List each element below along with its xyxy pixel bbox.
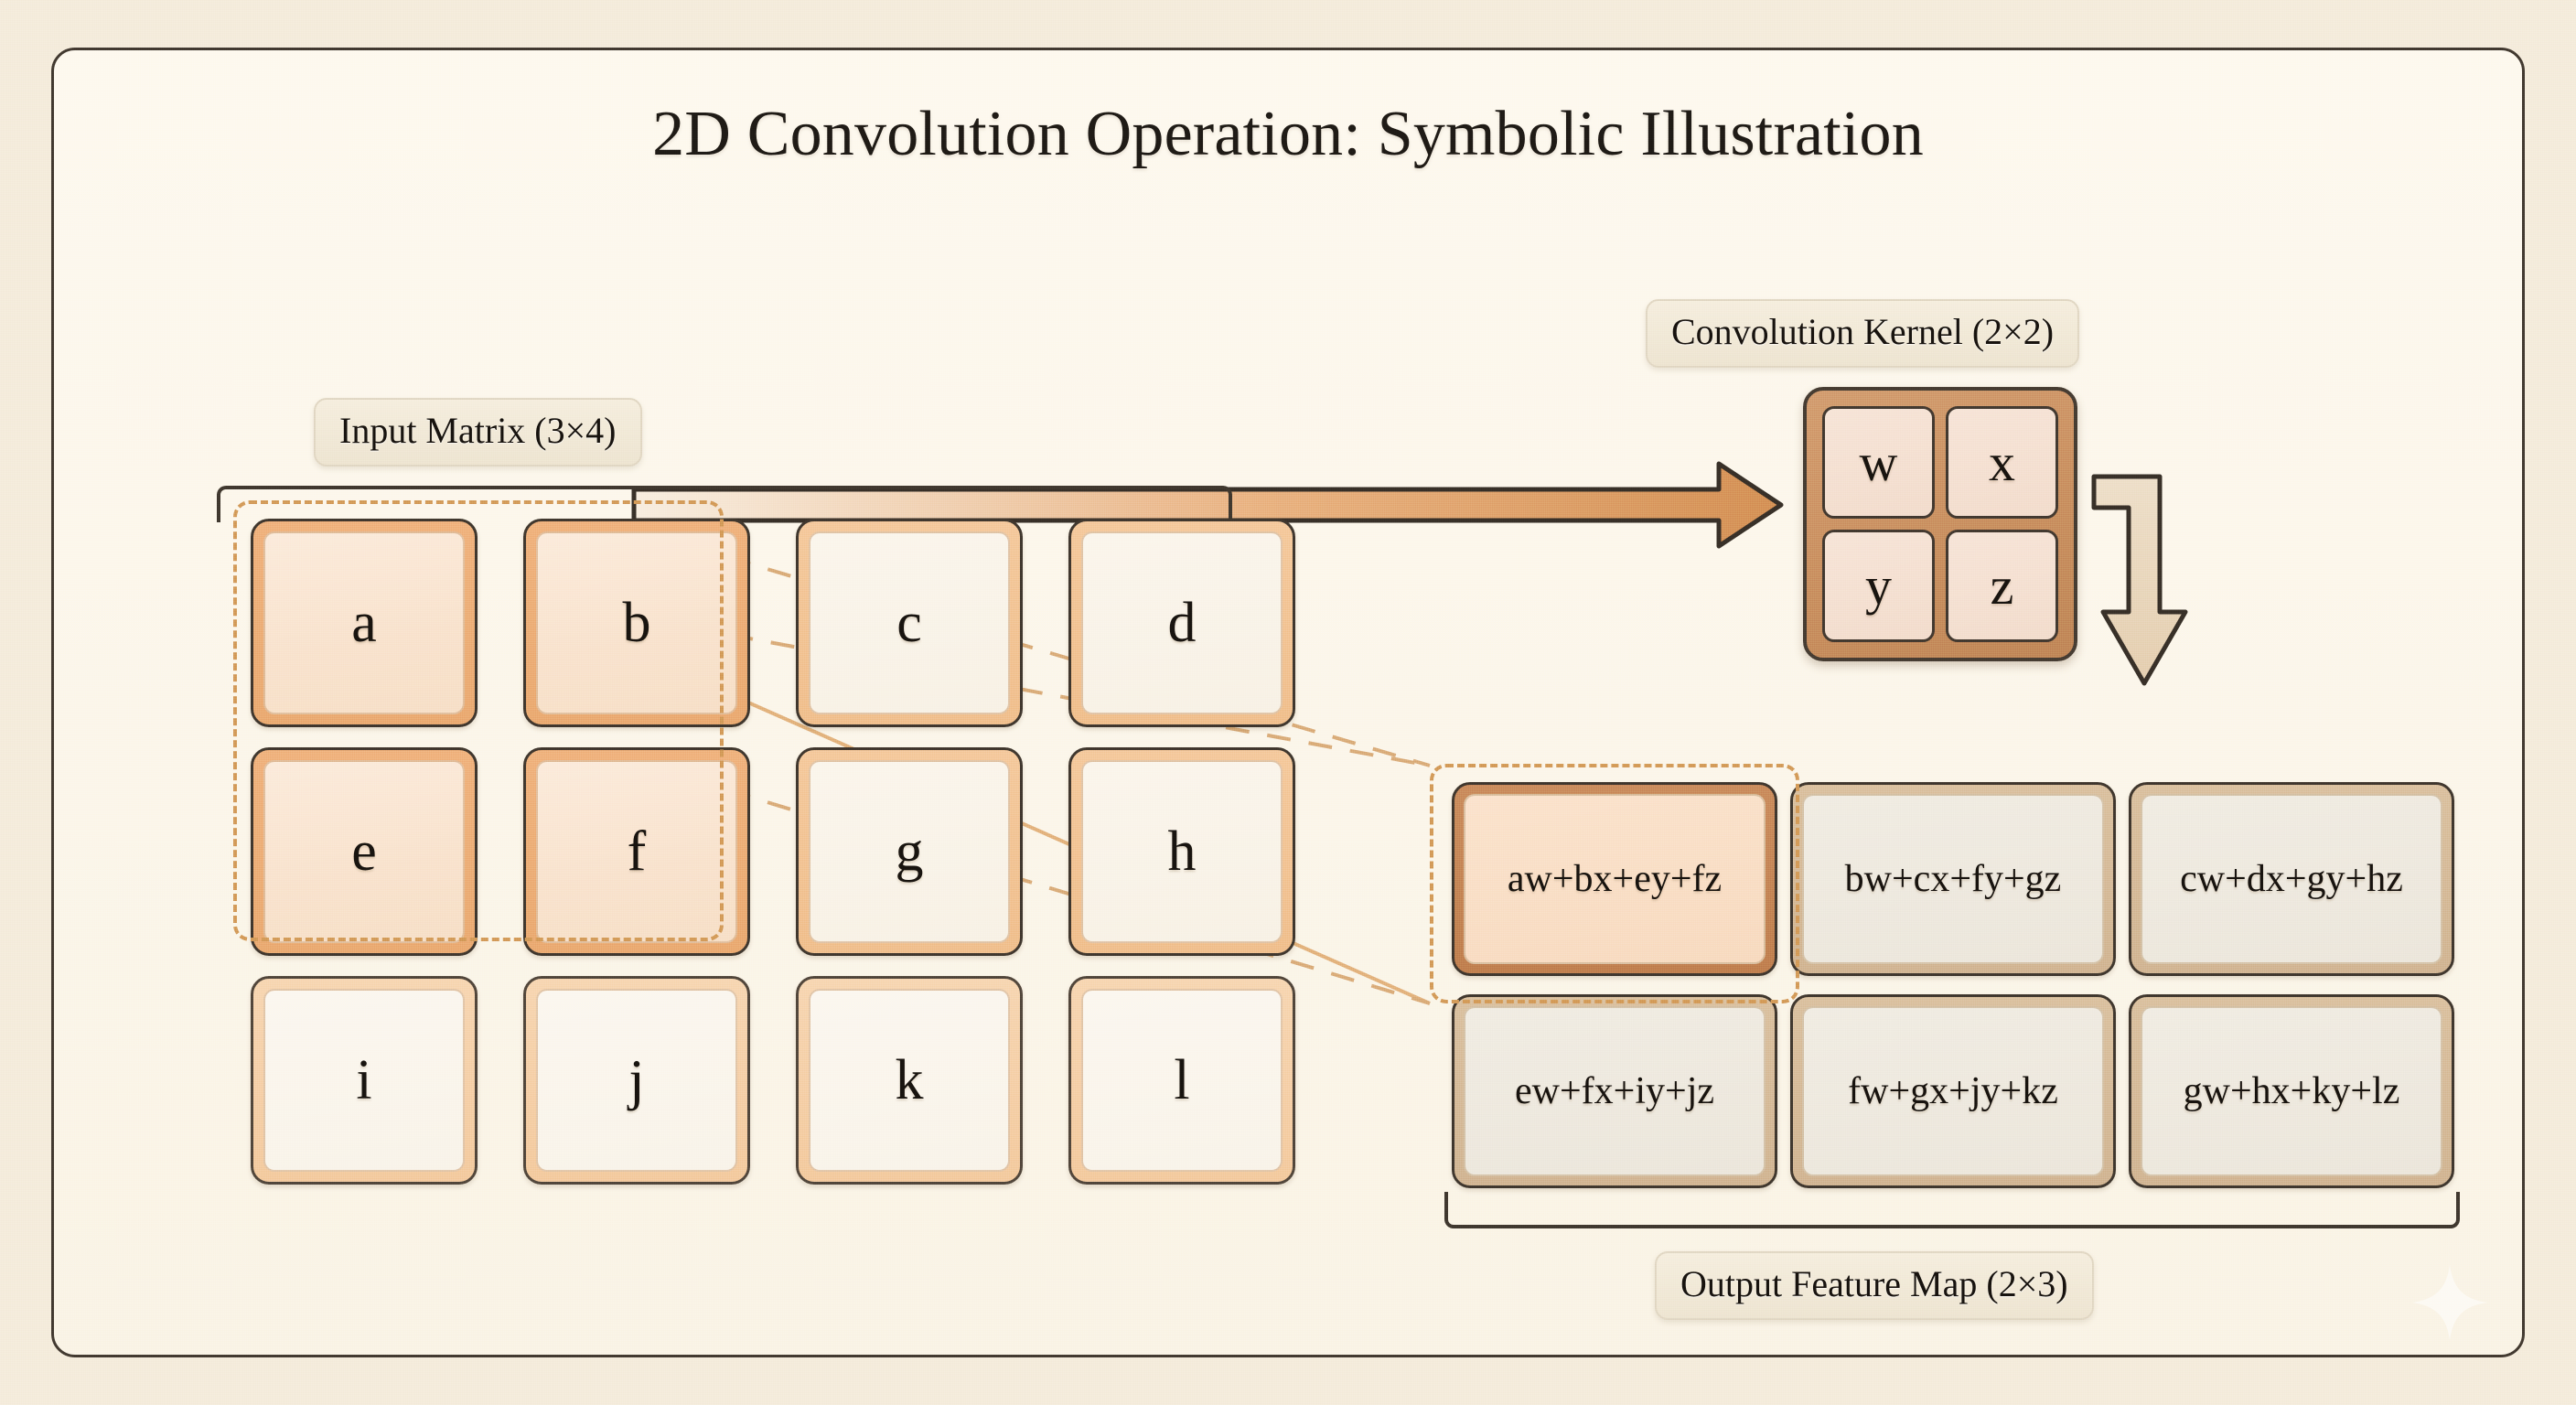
input-cell[interactable]: k	[796, 976, 1023, 1185]
input-cell[interactable]: g	[796, 747, 1023, 956]
illustration-canvas: 2D Convolution Operation: Symbolic Illus…	[51, 48, 2525, 1357]
output-cell-label: gw+hx+ky+lz	[2141, 1006, 2442, 1176]
output-cell[interactable]: gw+hx+ky+lz	[2129, 994, 2454, 1188]
input-cell[interactable]: d	[1068, 519, 1295, 727]
input-cell[interactable]: h	[1068, 747, 1295, 956]
kernel-cell[interactable]: z	[1946, 530, 2058, 642]
input-cell-label: g	[809, 760, 1010, 943]
input-cell-label: i	[263, 989, 465, 1172]
input-cell-label: a	[263, 531, 465, 714]
projection-lines	[646, 531, 1431, 1005]
output-map-label: Output Feature Map (2×3)	[1655, 1251, 2094, 1320]
kernel-window-highlight	[233, 500, 724, 941]
page-title: 2D Convolution Operation: Symbolic Illus…	[652, 99, 1924, 169]
input-cell-label: d	[1081, 531, 1283, 714]
output-cell-label: ew+fx+iy+jz	[1464, 1006, 1766, 1176]
input-cell[interactable]: l	[1068, 976, 1295, 1185]
input-cell-label: e	[263, 760, 465, 943]
input-cell[interactable]: c	[796, 519, 1023, 727]
input-matrix-label: Input Matrix (3×4)	[314, 398, 642, 467]
output-cell[interactable]: aw+bx+ey+fz	[1452, 782, 1777, 976]
input-cell[interactable]: j	[523, 976, 750, 1185]
input-cell-label: f	[536, 760, 737, 943]
output-cell[interactable]: ew+fx+iy+jz	[1452, 994, 1777, 1188]
output-bracket	[1444, 1192, 2460, 1228]
input-cell-label: j	[536, 989, 737, 1172]
kernel-cell[interactable]: w	[1822, 406, 1935, 519]
input-cell-label: b	[536, 531, 737, 714]
output-cell-highlight	[1430, 764, 1799, 1003]
input-cell-label: l	[1081, 989, 1283, 1172]
output-cell-label: bw+cx+fy+gz	[1802, 794, 2104, 964]
kernel-cell[interactable]: y	[1822, 530, 1935, 642]
kernel-to-output-arrow	[2091, 474, 2188, 686]
input-cell[interactable]: b	[523, 519, 750, 727]
input-bracket	[217, 486, 1232, 522]
input-cell-label: h	[1081, 760, 1283, 943]
sparkle-icon	[2411, 1264, 2488, 1341]
input-cell-label: k	[809, 989, 1010, 1172]
output-cell[interactable]: cw+dx+gy+hz	[2129, 782, 2454, 976]
input-cell-label: c	[809, 531, 1010, 714]
convolution-kernel: w x y z	[1803, 387, 2077, 661]
input-cell[interactable]: a	[251, 519, 478, 727]
input-cell[interactable]: f	[523, 747, 750, 956]
output-cell-label: aw+bx+ey+fz	[1464, 794, 1766, 964]
input-cell[interactable]: i	[251, 976, 478, 1185]
output-cell-label: cw+dx+gy+hz	[2141, 794, 2442, 964]
output-cell[interactable]: bw+cx+fy+gz	[1790, 782, 2116, 976]
input-cell[interactable]: e	[251, 747, 478, 956]
kernel-label: Convolution Kernel (2×2)	[1646, 299, 2080, 368]
output-cell-label: fw+gx+jy+kz	[1802, 1006, 2104, 1176]
kernel-cell[interactable]: x	[1946, 406, 2058, 519]
output-cell[interactable]: fw+gx+jy+kz	[1790, 994, 2116, 1188]
